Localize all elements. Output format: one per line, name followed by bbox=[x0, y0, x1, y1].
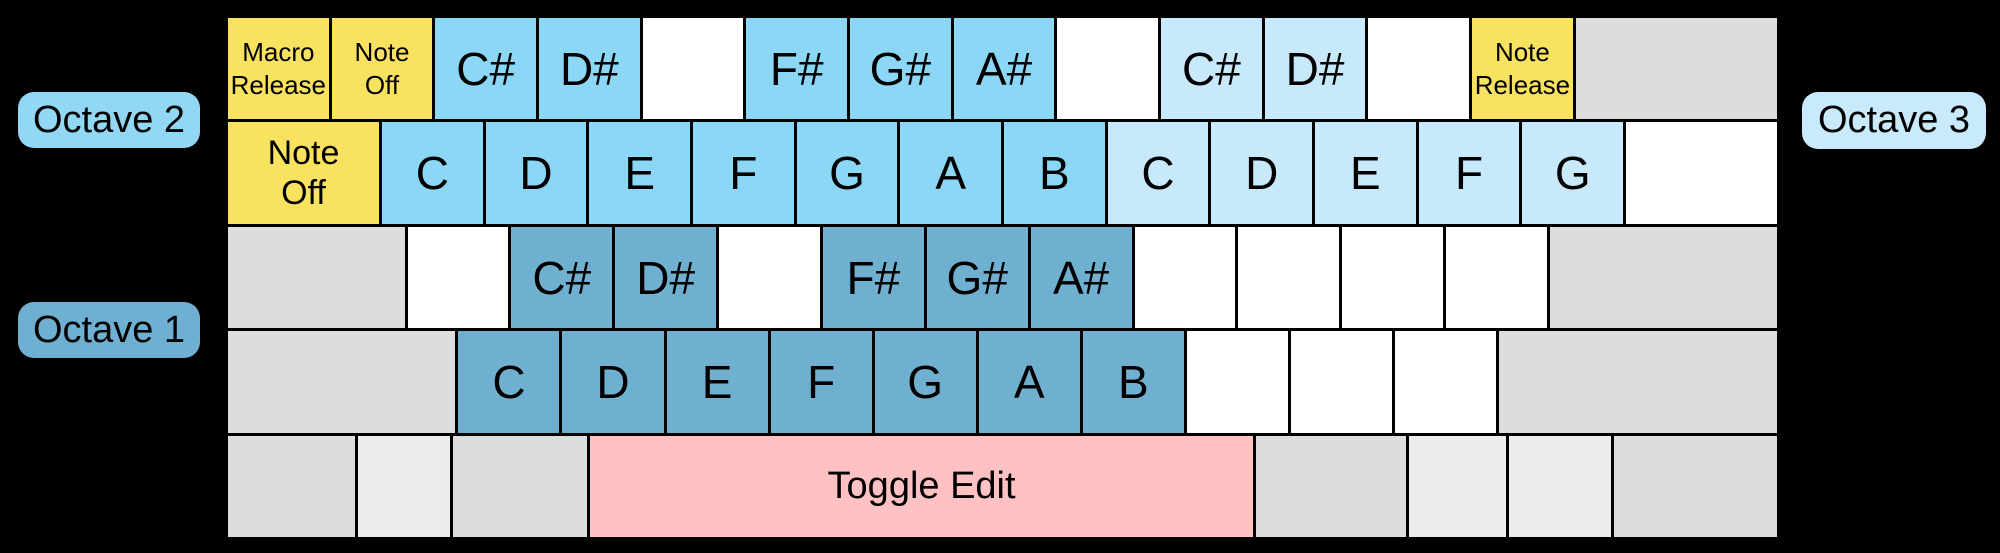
key-modifier-rshift bbox=[1499, 331, 1777, 433]
key-modifier-lmeta bbox=[358, 435, 451, 538]
key-c-oct2[interactable]: C bbox=[382, 122, 483, 224]
key-modifier-rctrl bbox=[1614, 435, 1777, 538]
key-blank bbox=[1290, 331, 1392, 433]
key-d-oct1[interactable]: D bbox=[562, 331, 664, 433]
key-label-line: Macro bbox=[242, 37, 315, 68]
key-d-sharp-oct3[interactable]: D# bbox=[1264, 18, 1366, 120]
key-blank bbox=[1446, 226, 1547, 329]
key-a-sharp-oct2[interactable]: A# bbox=[953, 18, 1055, 120]
key-blank bbox=[1394, 331, 1497, 433]
keyboard-row-5: Toggle Edit bbox=[228, 435, 1777, 538]
key-c-sharp-oct2[interactable]: C# bbox=[435, 18, 537, 120]
key-label-line: Off bbox=[364, 69, 400, 100]
key-modifier-backspace bbox=[1575, 18, 1778, 120]
key-g-oct2[interactable]: G bbox=[796, 122, 898, 224]
octave-2-badge: Octave 2 bbox=[18, 92, 200, 148]
key-blank bbox=[642, 18, 744, 120]
key-blank bbox=[719, 226, 820, 329]
key-e-oct3[interactable]: E bbox=[1315, 122, 1416, 224]
octave-1-badge: Octave 1 bbox=[18, 302, 200, 358]
key-c-oct1[interactable]: C bbox=[458, 331, 560, 433]
key-blank bbox=[1342, 226, 1444, 329]
key-f-oct1[interactable]: F bbox=[770, 331, 872, 433]
key-b-oct2[interactable]: B bbox=[1004, 122, 1105, 224]
key-d-oct3[interactable]: D bbox=[1211, 122, 1313, 224]
key-label-line: Note bbox=[1494, 37, 1550, 68]
key-f-sharp-oct2[interactable]: F# bbox=[746, 18, 848, 120]
key-e-oct2[interactable]: E bbox=[589, 122, 691, 224]
key-b-oct1[interactable]: B bbox=[1082, 331, 1184, 433]
key-label-line: Off bbox=[281, 174, 326, 213]
key-modifier-caps bbox=[228, 226, 405, 329]
key-modifier-lalt bbox=[453, 435, 588, 538]
key-modifier-ralt bbox=[1255, 435, 1407, 538]
key-d-oct2[interactable]: D bbox=[485, 122, 587, 224]
key-f-oct3[interactable]: F bbox=[1418, 122, 1520, 224]
key-label-line: Release bbox=[230, 69, 327, 100]
octave-3-badge: Octave 3 bbox=[1802, 92, 1986, 149]
key-blank bbox=[1626, 122, 1778, 224]
key-f-oct2[interactable]: F bbox=[693, 122, 794, 224]
key-toggle-edit[interactable]: Toggle Edit bbox=[590, 435, 1253, 538]
key-g-oct3[interactable]: G bbox=[1522, 122, 1624, 224]
key-modifier-enter bbox=[1549, 226, 1777, 329]
key-blank bbox=[1186, 331, 1288, 433]
key-blank bbox=[1238, 226, 1340, 329]
key-d-sharp-oct2[interactable]: D# bbox=[539, 18, 640, 120]
key-e-oct1[interactable]: E bbox=[666, 331, 768, 433]
key-d-sharp-oct1[interactable]: D# bbox=[615, 226, 717, 329]
key-g-oct1[interactable]: G bbox=[874, 331, 976, 433]
key-modifier-lshift bbox=[228, 331, 456, 433]
key-blank bbox=[1134, 226, 1236, 329]
key-g-sharp-oct2[interactable]: G# bbox=[850, 18, 951, 120]
key-modifier-rmeta bbox=[1409, 435, 1507, 538]
key-g-sharp-oct1[interactable]: G# bbox=[926, 226, 1028, 329]
keyboard-row-3: C#D# F#G#A# bbox=[228, 226, 1777, 329]
key-blank bbox=[1057, 18, 1159, 120]
key-a-oct1[interactable]: A bbox=[978, 331, 1080, 433]
key-label-line: Note bbox=[354, 37, 410, 68]
key-label-line: Note bbox=[267, 134, 340, 172]
key-a-oct2[interactable]: A bbox=[900, 122, 1002, 224]
key-f-sharp-oct1[interactable]: F# bbox=[822, 226, 924, 329]
key-c-sharp-oct1[interactable]: C# bbox=[511, 226, 613, 329]
key-c-oct3[interactable]: C bbox=[1107, 122, 1209, 224]
key-label-line: Release bbox=[1474, 69, 1571, 100]
key-c-sharp-oct3[interactable]: C# bbox=[1161, 18, 1262, 120]
key-modifier-menu bbox=[1509, 435, 1612, 538]
key-blank bbox=[1368, 18, 1470, 120]
key-modifier-lctrl bbox=[228, 435, 356, 538]
key-blank bbox=[407, 226, 509, 329]
key-a-sharp-oct1[interactable]: A# bbox=[1030, 226, 1132, 329]
